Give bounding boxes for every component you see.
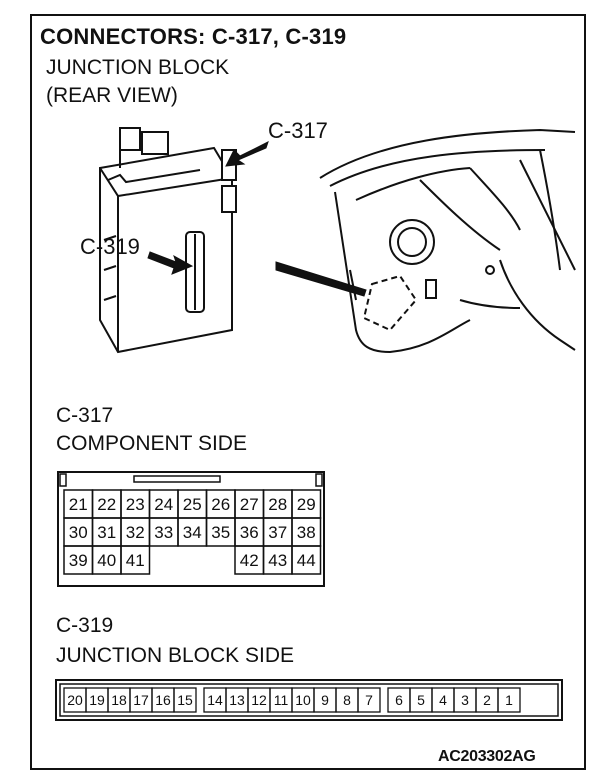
c317-pin-label: 39 [69, 551, 88, 570]
subtitle-rear-view: (REAR VIEW) [46, 84, 178, 107]
c317-pin-label: 31 [97, 523, 116, 542]
c317-pin-cell [120, 545, 151, 575]
arrow-c317 [225, 141, 269, 167]
c319-pin-label: 15 [177, 692, 193, 708]
arrow-c319 [147, 251, 194, 275]
junction-block-drawing [99, 127, 237, 354]
c319-pin-label: 16 [155, 692, 171, 708]
c317-pin-label: 35 [211, 523, 230, 542]
c317-latch [133, 475, 221, 483]
c317-pin-label: 43 [268, 551, 287, 570]
c317-pin-label: 26 [211, 495, 230, 514]
c317-pin-label: 41 [126, 551, 145, 570]
c317-pin-label: 36 [240, 523, 259, 542]
c319-name: C-319 [56, 614, 114, 637]
c319-pin-label: 12 [251, 692, 267, 708]
c319-pin-label: 10 [295, 692, 311, 708]
arrow-to-dash [275, 261, 367, 297]
c319-pin-label: 14 [207, 692, 223, 708]
c317-pin-label: 40 [97, 551, 116, 570]
c319-pin-label: 5 [417, 692, 425, 708]
c317-pin-label: 29 [297, 495, 316, 514]
c319-pin-label: 9 [321, 692, 329, 708]
c319-pin-label: 20 [67, 692, 83, 708]
c317-pin-label: 27 [240, 495, 259, 514]
c317-pin-label: 34 [183, 523, 202, 542]
c317-pin-label: 24 [154, 495, 173, 514]
c319-inner [59, 683, 559, 717]
c319-side-label: JUNCTION BLOCK SIDE [56, 644, 295, 667]
c319-pin-label: 1 [505, 692, 513, 708]
c319-housing [55, 679, 563, 721]
c317-pin-label: 32 [126, 523, 145, 542]
c319-pin-cell [497, 687, 521, 713]
c319-pin-label: 18 [111, 692, 127, 708]
c317-lock-right [315, 473, 323, 487]
c319-pin-label: 2 [483, 692, 491, 708]
c319-pin-label: 3 [461, 692, 469, 708]
page-title: CONNECTORS: C-317, C-319 [40, 24, 347, 49]
arrows [147, 141, 367, 297]
c317-pin-cell [291, 545, 322, 575]
callout-c317: C-317 [268, 118, 328, 143]
c317-pin-label: 38 [297, 523, 316, 542]
figure-frame [30, 14, 586, 770]
c319-pin-label: 8 [343, 692, 351, 708]
c317-pin-label: 37 [268, 523, 287, 542]
c319-pin-cell [357, 687, 381, 713]
c317-pin-label: 22 [97, 495, 116, 514]
c317-name: C-317 [56, 404, 114, 427]
c319-pin-label: 6 [395, 692, 403, 708]
c317-pin-label: 33 [154, 523, 173, 542]
c319-pin-label: 17 [133, 692, 149, 708]
c317-pin-label: 23 [126, 495, 145, 514]
figure-code: AC203302AG [438, 748, 536, 765]
c319-pin-cell [173, 687, 197, 713]
c319-pin-label: 11 [274, 692, 289, 708]
c317-pin-label: 28 [268, 495, 287, 514]
c317-pin-label: 30 [69, 523, 88, 542]
callout-c319: C-319 [80, 234, 140, 259]
dashboard-drawing [319, 128, 576, 354]
c317-pin-label: 21 [69, 495, 88, 514]
c319-pin-label: 4 [439, 692, 447, 708]
subtitle-junction-block: JUNCTION BLOCK [46, 56, 230, 79]
c317-side-label: COMPONENT SIDE [56, 432, 247, 455]
c317-pin-label: 25 [183, 495, 202, 514]
c317-pin-label: 42 [240, 551, 259, 570]
c319-pin-label: 13 [229, 692, 245, 708]
c317-pin-label: 44 [297, 551, 316, 570]
c317-lock-left [59, 473, 67, 487]
c317-housing [57, 471, 325, 587]
c319-pin-label: 19 [89, 692, 105, 708]
c319-pin-label: 7 [365, 692, 373, 708]
